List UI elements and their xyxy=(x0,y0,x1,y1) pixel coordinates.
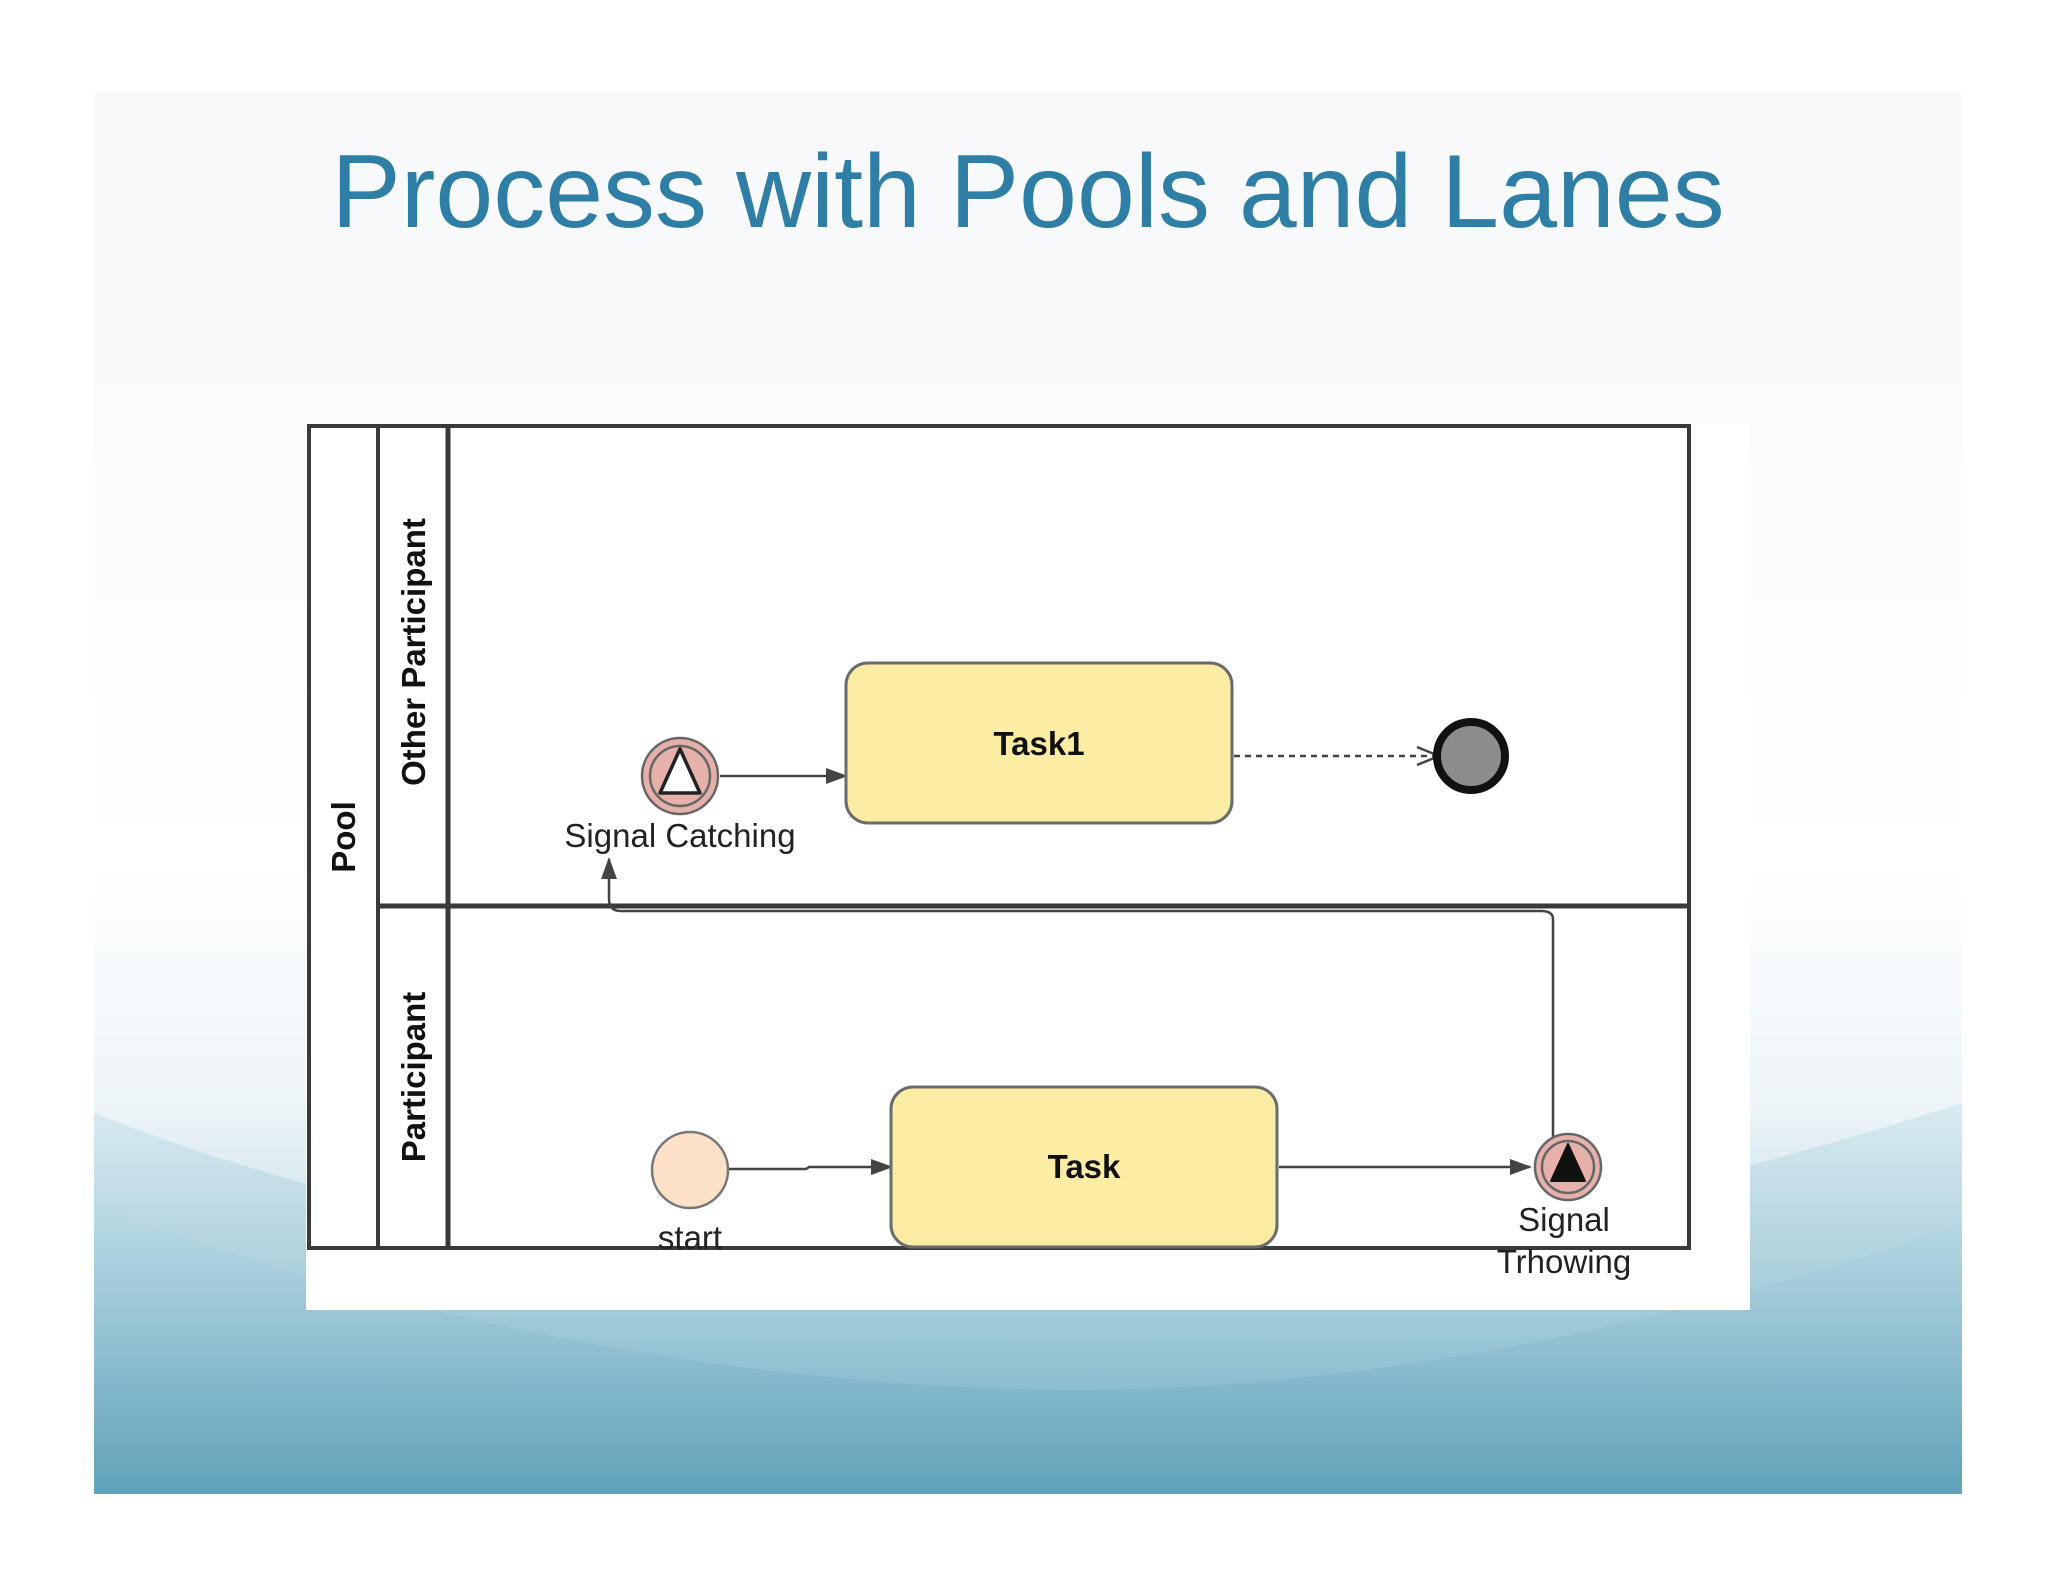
start-event[interactable] xyxy=(650,1130,730,1210)
task1-box[interactable] xyxy=(844,661,1234,825)
signal-throwing-label-line2: Trhowing xyxy=(1497,1243,1632,1280)
edge-signal-throwing-to-signal-catching xyxy=(601,857,1555,1139)
lane-label-participant: Participant xyxy=(395,992,432,1163)
task-box[interactable] xyxy=(889,1085,1279,1249)
task-label: Task xyxy=(1048,1148,1121,1185)
triangle-outline-icon xyxy=(658,747,702,795)
slide-title: Process with Pools and Lanes xyxy=(331,134,1725,250)
background-wave-dark xyxy=(94,1203,1962,1494)
bpmn-diagram-canvas: Pool Other Participant Participant Signa… xyxy=(307,424,1691,1280)
pool-label: Pool xyxy=(325,801,362,873)
edge-start-to-task xyxy=(728,1159,893,1175)
bpmn-diagram: Pool Other Participant Participant Signa… xyxy=(306,423,1750,1310)
signal-catching-label: Signal Catching xyxy=(564,817,795,854)
slide: Process with Pools and Lanes Pool O xyxy=(94,93,1962,1494)
end-event[interactable] xyxy=(1433,718,1509,794)
task1-label: Task1 xyxy=(993,725,1084,762)
start-label: start xyxy=(658,1219,722,1256)
lane-label-other-participant: Other Participant xyxy=(395,518,432,786)
signal-throwing-label-line1: Signal xyxy=(1518,1201,1610,1238)
signal-catching-event[interactable] xyxy=(640,736,720,816)
triangle-filled-icon xyxy=(1550,1143,1586,1182)
signal-throwing-event[interactable] xyxy=(1533,1132,1603,1202)
